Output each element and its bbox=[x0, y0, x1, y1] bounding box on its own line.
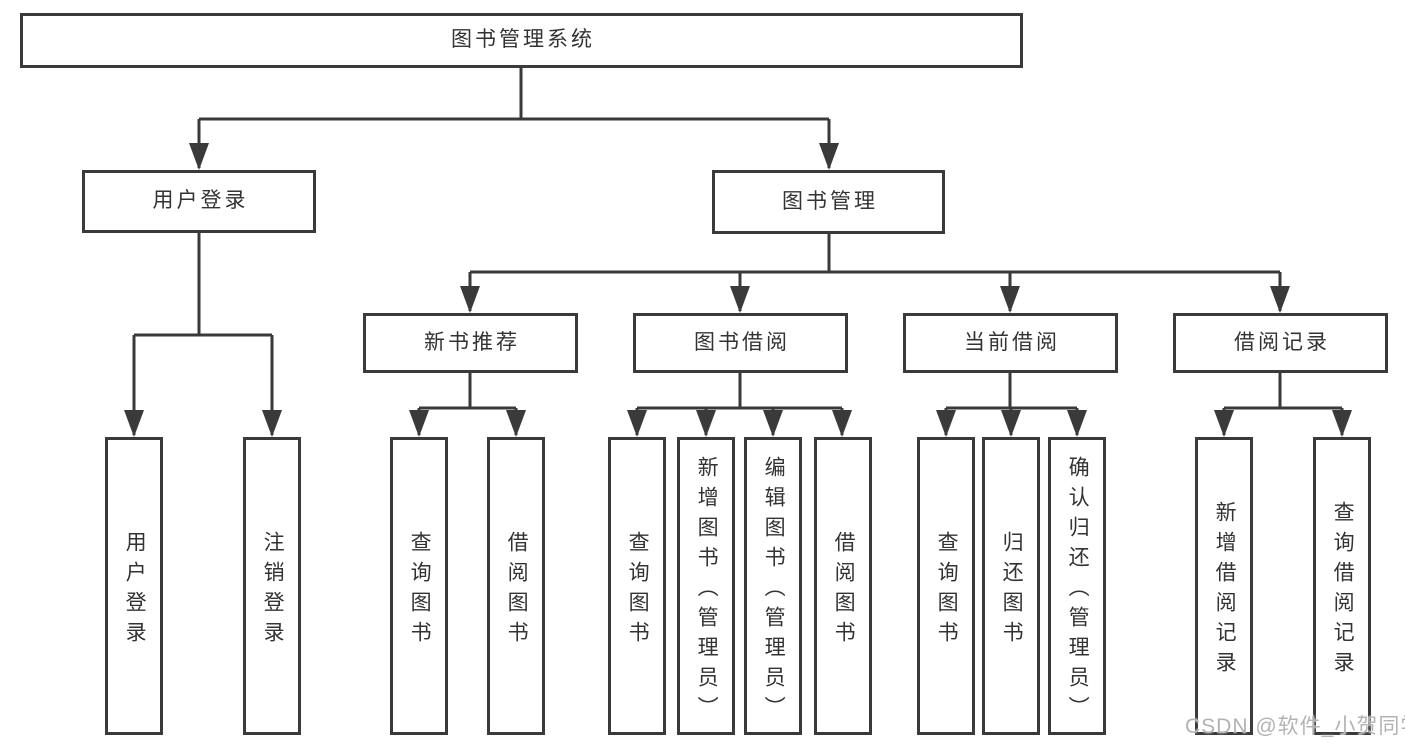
node-label: 图书管理系统 bbox=[451, 28, 595, 52]
arrowhead-down-icon bbox=[730, 286, 750, 313]
arrowhead-down-icon bbox=[1332, 410, 1352, 437]
arrowhead-down-icon bbox=[936, 410, 956, 437]
node-label: 当前借阅 bbox=[964, 330, 1060, 354]
node-user-login-group: 用户登录 bbox=[82, 170, 316, 233]
node-book-borrowing: 图书借阅 bbox=[633, 313, 848, 373]
node-label: 注销登录 bbox=[261, 530, 285, 651]
node-label: 查询图书 bbox=[408, 530, 432, 651]
node-nb-query-books: 查询图书 bbox=[390, 437, 448, 735]
node-new-book-recommend: 新书推荐 bbox=[363, 313, 578, 373]
arrowhead-down-icon bbox=[262, 410, 282, 437]
node-label: 确认归还（管理员） bbox=[1066, 455, 1090, 726]
node-label: 新增借阅记录 bbox=[1213, 500, 1237, 681]
node-bb-add-books: 新增图书（管理员） bbox=[677, 437, 735, 735]
node-nb-borrow-books: 借阅图书 bbox=[487, 437, 545, 735]
node-label: 查询借阅记录 bbox=[1331, 500, 1355, 681]
node-bb-borrow-books: 借阅图书 bbox=[814, 437, 872, 735]
arrowhead-down-icon bbox=[1270, 286, 1290, 313]
arrowhead-down-icon bbox=[1067, 410, 1087, 437]
node-label: 编辑图书（管理员） bbox=[762, 455, 786, 726]
node-cb-query-books: 查询图书 bbox=[917, 437, 975, 735]
node-label: 查询图书 bbox=[626, 530, 650, 651]
watermark-text: CSDN @软件_小贺同学 bbox=[1185, 715, 1405, 738]
node-borrowing-records: 借阅记录 bbox=[1173, 313, 1388, 373]
node-label: 借阅图书 bbox=[505, 530, 529, 651]
node-root: 图书管理系统 bbox=[20, 13, 1023, 68]
arrowhead-down-icon bbox=[696, 410, 716, 437]
node-cb-return-books: 归还图书 bbox=[982, 437, 1040, 735]
node-label: 用户登录 bbox=[123, 530, 147, 651]
arrowhead-down-icon bbox=[506, 410, 526, 437]
node-label: 借阅记录 bbox=[1234, 330, 1330, 354]
node-user-login-leaf: 用户登录 bbox=[105, 437, 163, 735]
arrowhead-down-icon bbox=[1001, 410, 1021, 437]
node-label: 借阅图书 bbox=[832, 530, 856, 651]
node-book-management: 图书管理 bbox=[712, 170, 945, 234]
node-label: 图书借阅 bbox=[694, 330, 790, 354]
arrowhead-down-icon bbox=[763, 410, 783, 437]
arrowhead-down-icon bbox=[832, 410, 852, 437]
node-cb-confirm-return: 确认归还（管理员） bbox=[1048, 437, 1106, 735]
node-label: 新书推荐 bbox=[424, 330, 520, 354]
node-br-query-record: 查询借阅记录 bbox=[1313, 437, 1371, 735]
arrowhead-down-icon bbox=[124, 410, 144, 437]
arrowhead-down-icon bbox=[409, 410, 429, 437]
arrowhead-down-icon bbox=[189, 143, 209, 170]
node-br-add-record: 新增借阅记录 bbox=[1195, 437, 1253, 735]
node-label: 用户登录 bbox=[152, 189, 249, 213]
arrowhead-down-icon bbox=[819, 143, 839, 170]
node-label: 查询图书 bbox=[935, 530, 959, 651]
arrowhead-down-icon bbox=[1000, 286, 1020, 313]
node-bb-query-books: 查询图书 bbox=[608, 437, 666, 735]
node-label: 新增图书（管理员） bbox=[695, 455, 719, 726]
node-logout-leaf: 注销登录 bbox=[243, 437, 301, 735]
node-current-borrowing: 当前借阅 bbox=[903, 313, 1118, 373]
node-label: 归还图书 bbox=[1000, 530, 1024, 651]
node-bb-edit-books: 编辑图书（管理员） bbox=[744, 437, 802, 735]
arrowhead-down-icon bbox=[460, 286, 480, 313]
node-label: 图书管理 bbox=[782, 189, 878, 213]
arrowhead-down-icon bbox=[1214, 410, 1234, 437]
arrowhead-down-icon bbox=[627, 410, 647, 437]
